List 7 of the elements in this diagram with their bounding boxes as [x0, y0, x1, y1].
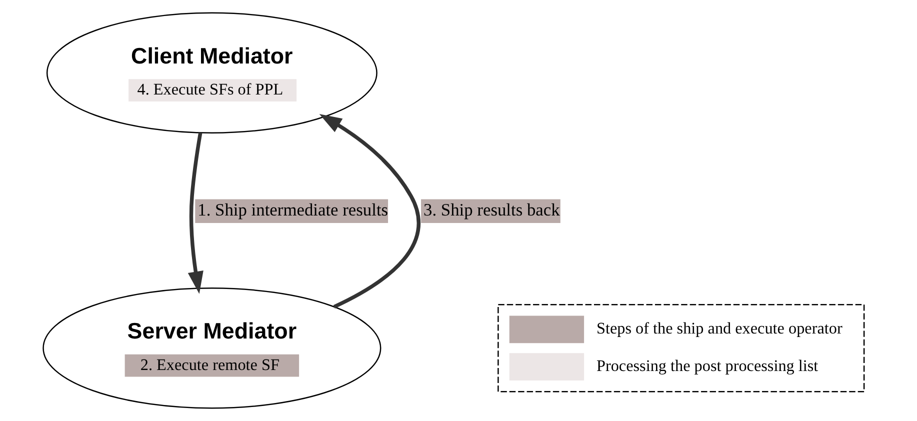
node-ellipse: Server Mediator 2. Execute remote SF — [42, 288, 382, 409]
edge-label: 1. Ship intermediate results — [198, 200, 388, 220]
legend-label: Processing the post processing list — [596, 358, 818, 376]
arrow — [188, 132, 204, 294]
arrow — [319, 114, 420, 308]
edge-label: 3. Ship results back — [424, 200, 560, 220]
legend-label: Steps of the ship and execute operator — [596, 320, 842, 338]
